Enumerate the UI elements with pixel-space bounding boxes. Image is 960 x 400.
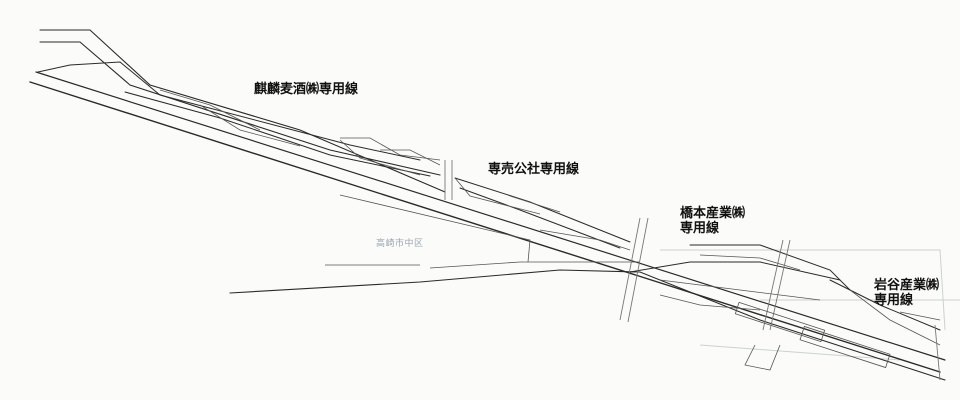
kirin-spur-label-text: 麒麟麦酒㈱専用線 bbox=[254, 82, 359, 97]
senbai-spur-label-text: 専売公社専用線 bbox=[488, 162, 580, 177]
platform-structures bbox=[734, 301, 891, 371]
hashimoto-spur-tracks bbox=[619, 217, 851, 331]
iwatani-label-line2: 専用線 bbox=[874, 293, 914, 308]
hashimoto-label-line1: 橋本産業㈱ bbox=[680, 206, 746, 221]
kirin-spur-label: 麒麟麦酒㈱専用線 bbox=[254, 82, 358, 97]
kirin-spur-tracks bbox=[37, 29, 446, 193]
hashimoto-label-line2: 専用線 bbox=[680, 221, 720, 236]
iwatani-spur-label: 岩谷産業㈱ 専用線 bbox=[874, 278, 939, 308]
senbai-spur-label: 専売公社専用線 bbox=[488, 162, 579, 177]
iwatani-spur-tracks bbox=[829, 279, 941, 381]
district-label: 高崎市中区 bbox=[376, 239, 424, 249]
senbai-spur-tracks bbox=[444, 160, 631, 251]
district-roads bbox=[325, 194, 640, 269]
iwatani-label-line1: 岩谷産業㈱ bbox=[874, 278, 940, 293]
main-line bbox=[29, 71, 946, 381]
faint-background-lines bbox=[660, 249, 960, 361]
hashimoto-spur-label: 橋本産業㈱ 専用線 bbox=[680, 206, 745, 236]
